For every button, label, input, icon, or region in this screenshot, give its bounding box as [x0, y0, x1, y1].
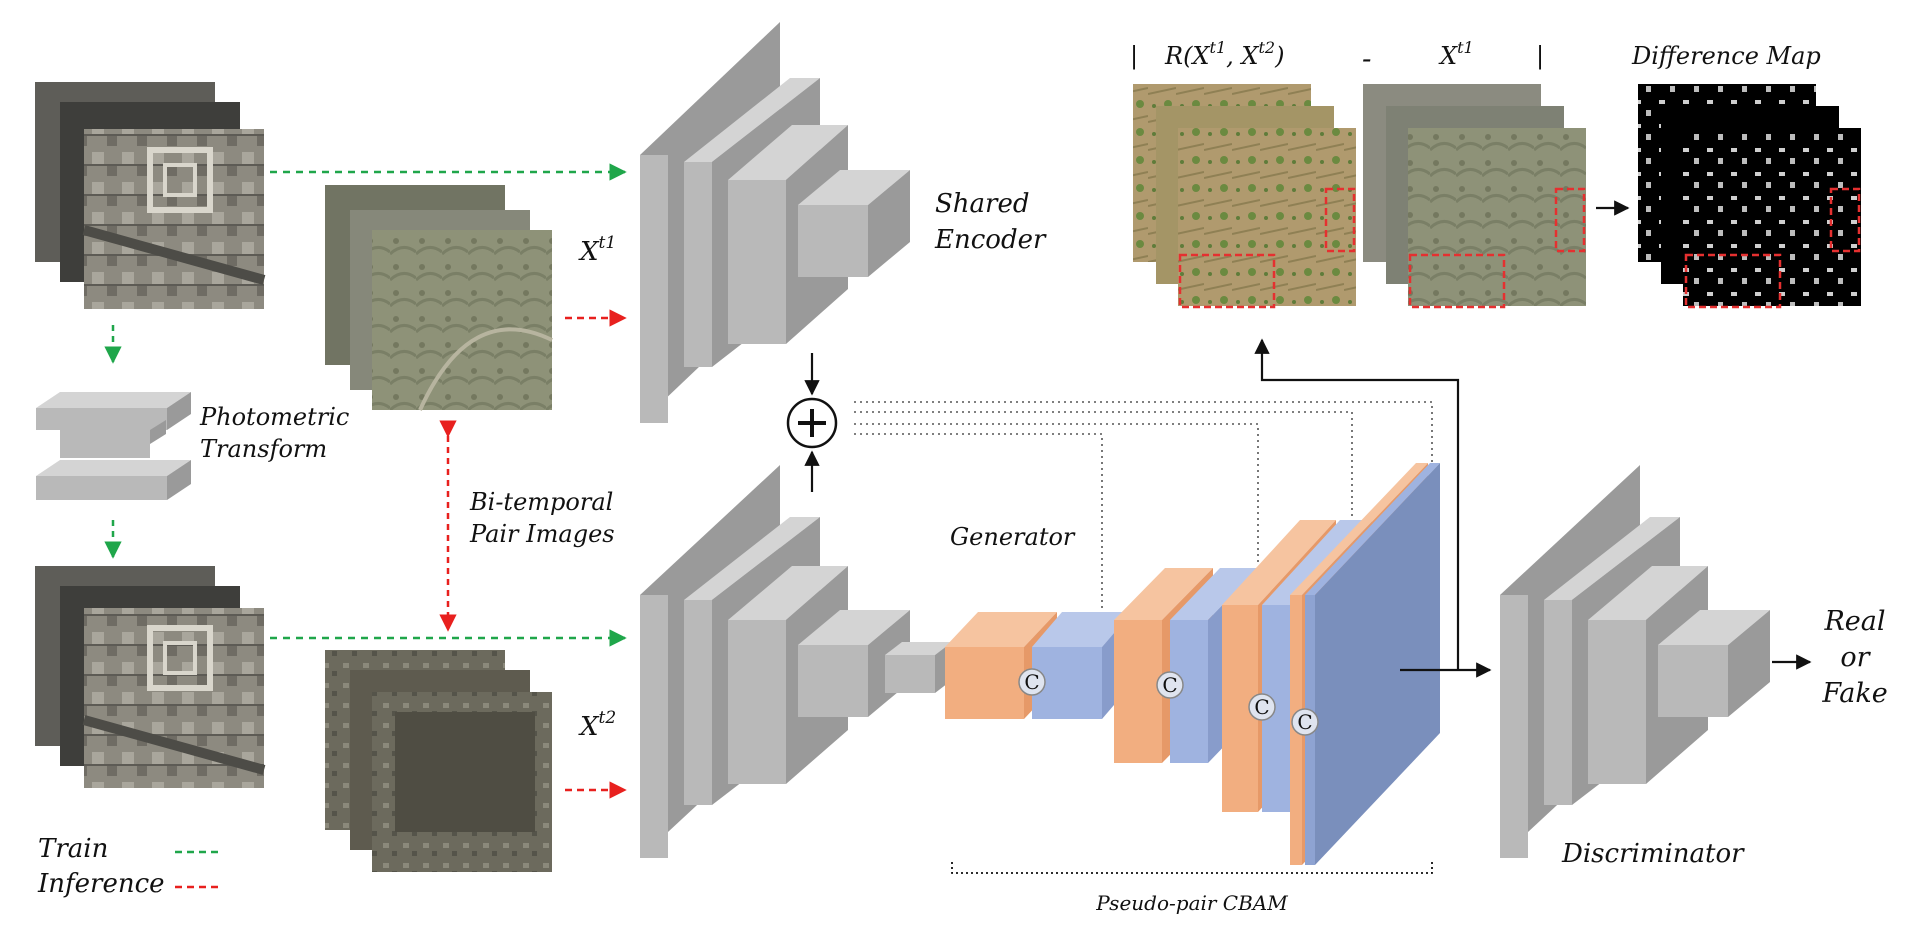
pseudo-pair-bracket [951, 862, 1433, 874]
input-image-stack-top [35, 82, 266, 309]
svg-text:C: C [1297, 710, 1312, 734]
concat-marker-4: C [1291, 708, 1319, 736]
discriminator-label: Discriminator [1561, 839, 1745, 869]
concat-marker-1: C [1018, 668, 1046, 696]
bitemporal-label-2: Pair Images [469, 520, 615, 548]
or-label: or [1840, 642, 1871, 673]
top-bar-right: | [1536, 42, 1544, 71]
svg-text:C: C [1162, 673, 1177, 697]
xt1-image-stack [1363, 84, 1586, 309]
sum-node [786, 397, 838, 449]
fake-label: Fake [1821, 678, 1887, 709]
reconstruction-image-stack [1133, 84, 1356, 309]
generator-decoder [945, 463, 1440, 865]
legend-inference-label: Inference [37, 869, 165, 899]
discriminator [1500, 465, 1770, 858]
shared-encoder-label-2: Encoder [934, 225, 1047, 255]
legend-train-label: Train [38, 834, 108, 864]
concat-marker-2: C [1156, 671, 1184, 699]
xt1-label: Xt1 [578, 233, 616, 267]
photometric-transform-block [36, 392, 191, 500]
top-xt1-label: Xt1 [1438, 38, 1474, 70]
pseudo-pair-label: Pseudo-pair CBAM [1095, 891, 1288, 915]
photometric-label-1: Photometric [199, 403, 349, 431]
shared-encoder-top [640, 22, 910, 423]
svg-text:C: C [1254, 695, 1269, 719]
generator-to-result-arrow [1254, 338, 1460, 670]
difference-map-stack [1638, 84, 1861, 309]
svg-text:C: C [1024, 670, 1039, 694]
bitemporal-image-t1 [325, 185, 553, 411]
concat-marker-3: C [1248, 693, 1276, 721]
bitemporal-label-1: Bi-temporal [469, 488, 613, 516]
generator-label: Generator [950, 523, 1076, 551]
shared-encoder-label-1: Shared [935, 189, 1030, 219]
reconstruction-label: R(Xt1, Xt2) [1164, 38, 1284, 70]
input-image-stack-bottom [35, 566, 266, 788]
skip-connections [854, 401, 1433, 612]
minus-sign: - [1362, 42, 1371, 75]
generator-encoder [640, 465, 952, 858]
difference-map-label: Difference Map [1631, 42, 1821, 70]
photometric-label-2: Transform [200, 435, 327, 463]
bitemporal-image-t2 [325, 650, 552, 872]
top-bar-left: | [1130, 42, 1138, 71]
xt2-label: Xt2 [578, 708, 616, 742]
real-label: Real [1823, 606, 1885, 637]
